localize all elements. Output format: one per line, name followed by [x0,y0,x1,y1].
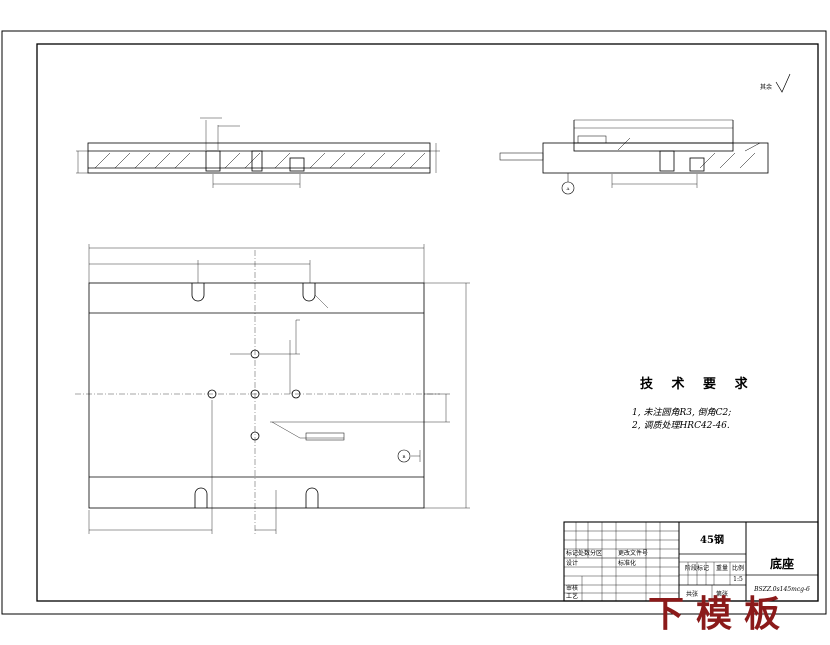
row-mark-label: 标记处数分区 [566,549,602,557]
section-view-right [499,119,769,188]
datum-b-circle [397,449,411,463]
tech-requirement-1: 1, 未注圆角R3, 倒角C2; [632,407,731,418]
watermark-logo: 下模板 [648,593,793,635]
plan-view [75,244,470,535]
inner-border [36,43,819,602]
sheet-number-label: 第张 [716,590,728,598]
header-stage: 阶段标记 [685,564,709,572]
datum-a-circle [561,181,575,195]
material-label: 45钢 [700,533,724,546]
datum-a-label: A [566,186,570,191]
row-design: 设计 [566,559,578,567]
tech-requirement-2: 2, 调质处理HRC42-46. [631,420,730,431]
header-weight: 重量 [716,564,728,572]
row-review: 审核 [566,584,578,592]
datum-b-label: B [403,454,406,459]
total-sheets-label: 共张 [686,590,698,598]
header-scale: 比例 [732,564,744,572]
part-name: 底座 [770,556,794,571]
tech-requirements-title: 技 术 要 求 [640,376,755,392]
scale-value: 1:5 [733,576,743,583]
title-block [563,521,819,602]
section-view-left [76,117,440,188]
row-process: 工艺 [566,592,578,600]
change-doc-label: 更改文件号 [618,549,648,557]
roughness-note: 其余 [760,83,772,91]
drawing-number: BSZZ.0s145mcg-6 [753,586,810,593]
outer-border [1,30,827,615]
standardization-label: 标准化 [618,559,636,567]
roughness-symbol-icon [775,73,791,93]
